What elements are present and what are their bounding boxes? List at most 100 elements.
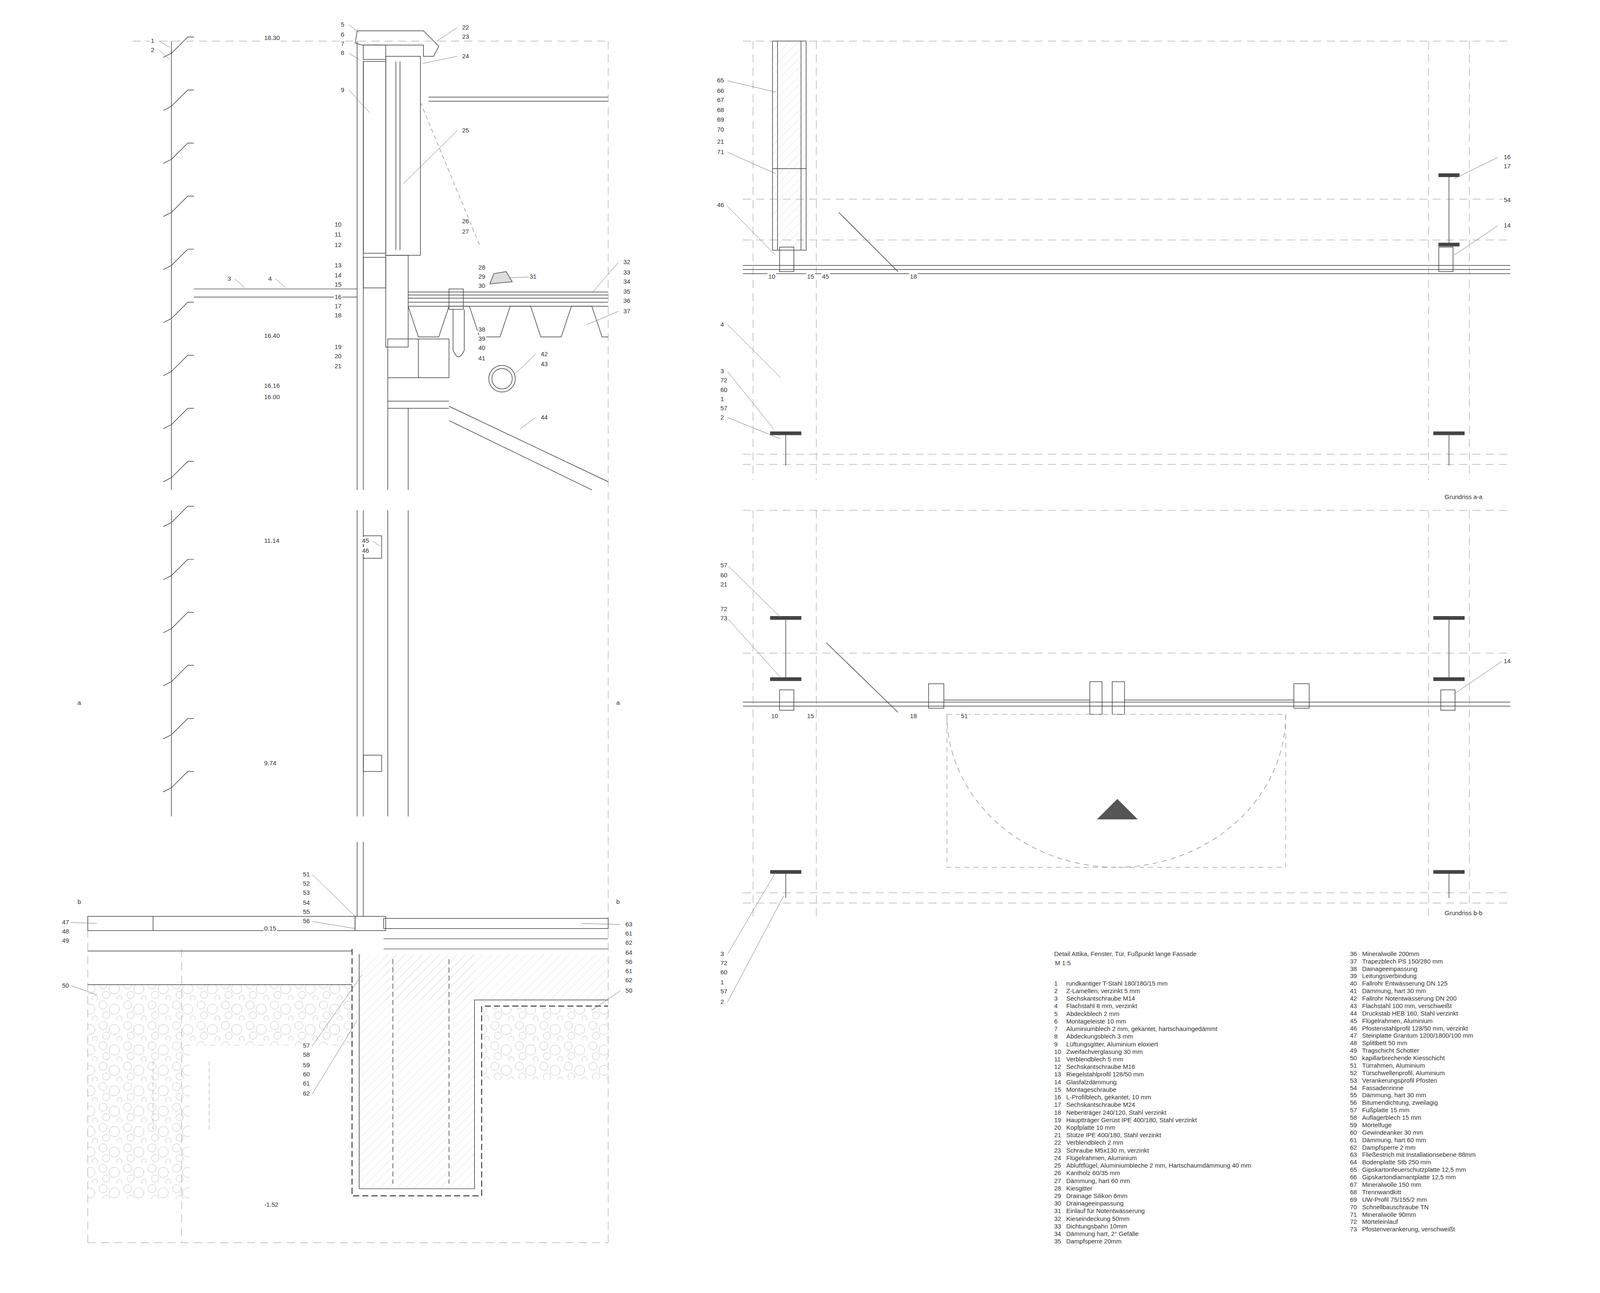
callout-number: 38	[477, 325, 487, 333]
leader-lines	[275, 278, 286, 288]
base-section	[87, 842, 609, 1200]
frame-lines	[742, 199, 1511, 200]
frame-lines	[1469, 41, 1470, 480]
elevation-mark: 16.40	[263, 332, 281, 340]
plan-b-b	[1448, 873, 1450, 899]
legend-number: 32	[1054, 1215, 1062, 1223]
attic-section	[449, 420, 593, 491]
louvres	[171, 510, 172, 817]
callout-number: 20	[333, 352, 343, 360]
legend-description: Türrahmen, Aluminium	[1362, 1062, 1425, 1070]
legend-description: Trennwandkitt	[1362, 1188, 1402, 1196]
callout-number: 64	[624, 949, 634, 957]
base-section	[87, 985, 353, 1047]
callout-number: 60	[719, 386, 729, 394]
frame-lines	[1428, 510, 1429, 919]
base-section	[383, 948, 609, 950]
legend-description: Kantholz 60/35 mm	[1066, 1169, 1120, 1177]
callout-number: 51	[960, 712, 969, 720]
leader-lines	[372, 541, 380, 547]
legend-number: 67	[1350, 1181, 1358, 1189]
callout-number: 36	[622, 297, 632, 305]
legend-number: 73	[1350, 1225, 1358, 1233]
legend-number: 50	[1350, 1054, 1358, 1062]
leader-lines	[349, 90, 370, 113]
callout-number: 13	[333, 261, 343, 269]
legend-description: Flügelrahmen, Aluminium	[1066, 1154, 1137, 1162]
leader-lines	[159, 41, 170, 48]
leader-lines	[312, 1020, 358, 1095]
callout-number: 24	[461, 52, 470, 60]
leader-lines	[1454, 157, 1498, 179]
legend-description: Montageleiste 10 mm	[1066, 1017, 1126, 1025]
base-section	[355, 916, 386, 931]
callout-number: 1	[719, 395, 725, 403]
legend-number: 54	[1350, 1084, 1358, 1092]
callout-number: 31	[528, 272, 538, 280]
legend-number: 20	[1054, 1124, 1062, 1132]
base-section	[383, 938, 609, 940]
plan-a-a	[1438, 242, 1460, 246]
attic-section	[363, 61, 386, 254]
frame-lines	[752, 41, 754, 480]
legend-number: 53	[1350, 1077, 1358, 1085]
attic-section	[408, 295, 609, 296]
plan-b-b	[1118, 714, 1286, 868]
legend-description: Dämmung hart, 2° Gefälle	[1066, 1230, 1139, 1238]
legend-number: 56	[1350, 1099, 1358, 1107]
legend-number: 21	[1054, 1131, 1062, 1139]
legend-number: 15	[1054, 1086, 1062, 1094]
legend-description: kapillarbrechende Kiesschicht	[1362, 1054, 1445, 1062]
callout-number: 60	[719, 968, 729, 976]
plan-b-b	[785, 873, 786, 899]
legend-number: 24	[1054, 1154, 1062, 1162]
callout-number: 65	[716, 76, 725, 84]
legend-description: Gipskartondiamantplatte 12,5 mm	[1362, 1173, 1456, 1181]
legend-description: Abluftflügel, Aluminiumbleche 2 mm, Hart…	[1066, 1162, 1252, 1170]
legend-number: 35	[1054, 1237, 1062, 1245]
louvres	[163, 718, 194, 740]
legend-number: 2	[1054, 987, 1058, 995]
legend-description: Druckstab HEB 160, Stahl verzinkt	[1362, 1010, 1458, 1018]
callout-number: 46	[361, 547, 370, 555]
elevation-mark: -1.52	[263, 1201, 280, 1209]
legend-description: Fließestrich mit Installationsebene 88mm	[1362, 1151, 1476, 1159]
legend-number: 28	[1054, 1185, 1062, 1193]
legend-number: 17	[1054, 1101, 1062, 1109]
louvres	[163, 461, 194, 483]
legend-description: Dämmung, hart 60 mm	[1362, 1136, 1426, 1144]
leader-lines	[234, 278, 245, 288]
frame-lines	[816, 510, 817, 919]
callout-number: 70	[716, 125, 725, 133]
attic-section	[449, 289, 464, 310]
callout-number: 44	[540, 413, 549, 421]
legend-number: 41	[1350, 987, 1358, 995]
elevation-mark: 0.15	[263, 925, 278, 933]
base-section	[448, 959, 450, 1185]
legend-description: Kiesgitter	[1066, 1185, 1093, 1193]
leader-lines	[159, 50, 170, 60]
callout-number: 45	[361, 537, 370, 545]
legend-number: 26	[1054, 1169, 1062, 1177]
plan-b-b	[742, 706, 1511, 707]
leader-lines	[1454, 225, 1498, 256]
callout-number: 12	[333, 241, 343, 249]
base-section	[208, 1061, 210, 1133]
legend-number: 19	[1054, 1116, 1062, 1124]
attic-section	[355, 30, 439, 57]
frame-lines	[752, 510, 754, 919]
frame-lines	[816, 41, 817, 480]
legend-description: Riegelstahlprofil 128/50 mm	[1066, 1070, 1144, 1078]
base-section	[87, 1046, 190, 1200]
plan-a-a	[779, 247, 794, 272]
attic-section	[417, 339, 419, 378]
louvres	[193, 296, 358, 298]
callout-number: 21	[333, 362, 343, 370]
legend-description: Drainage Silikon 6mm	[1066, 1192, 1128, 1200]
elevation-mark: 11.14	[263, 537, 280, 545]
base-section	[352, 949, 609, 1197]
window-section	[356, 510, 358, 817]
legend-number: 38	[1350, 965, 1358, 973]
callout-number: 4	[267, 275, 273, 283]
leader-lines	[727, 618, 781, 678]
